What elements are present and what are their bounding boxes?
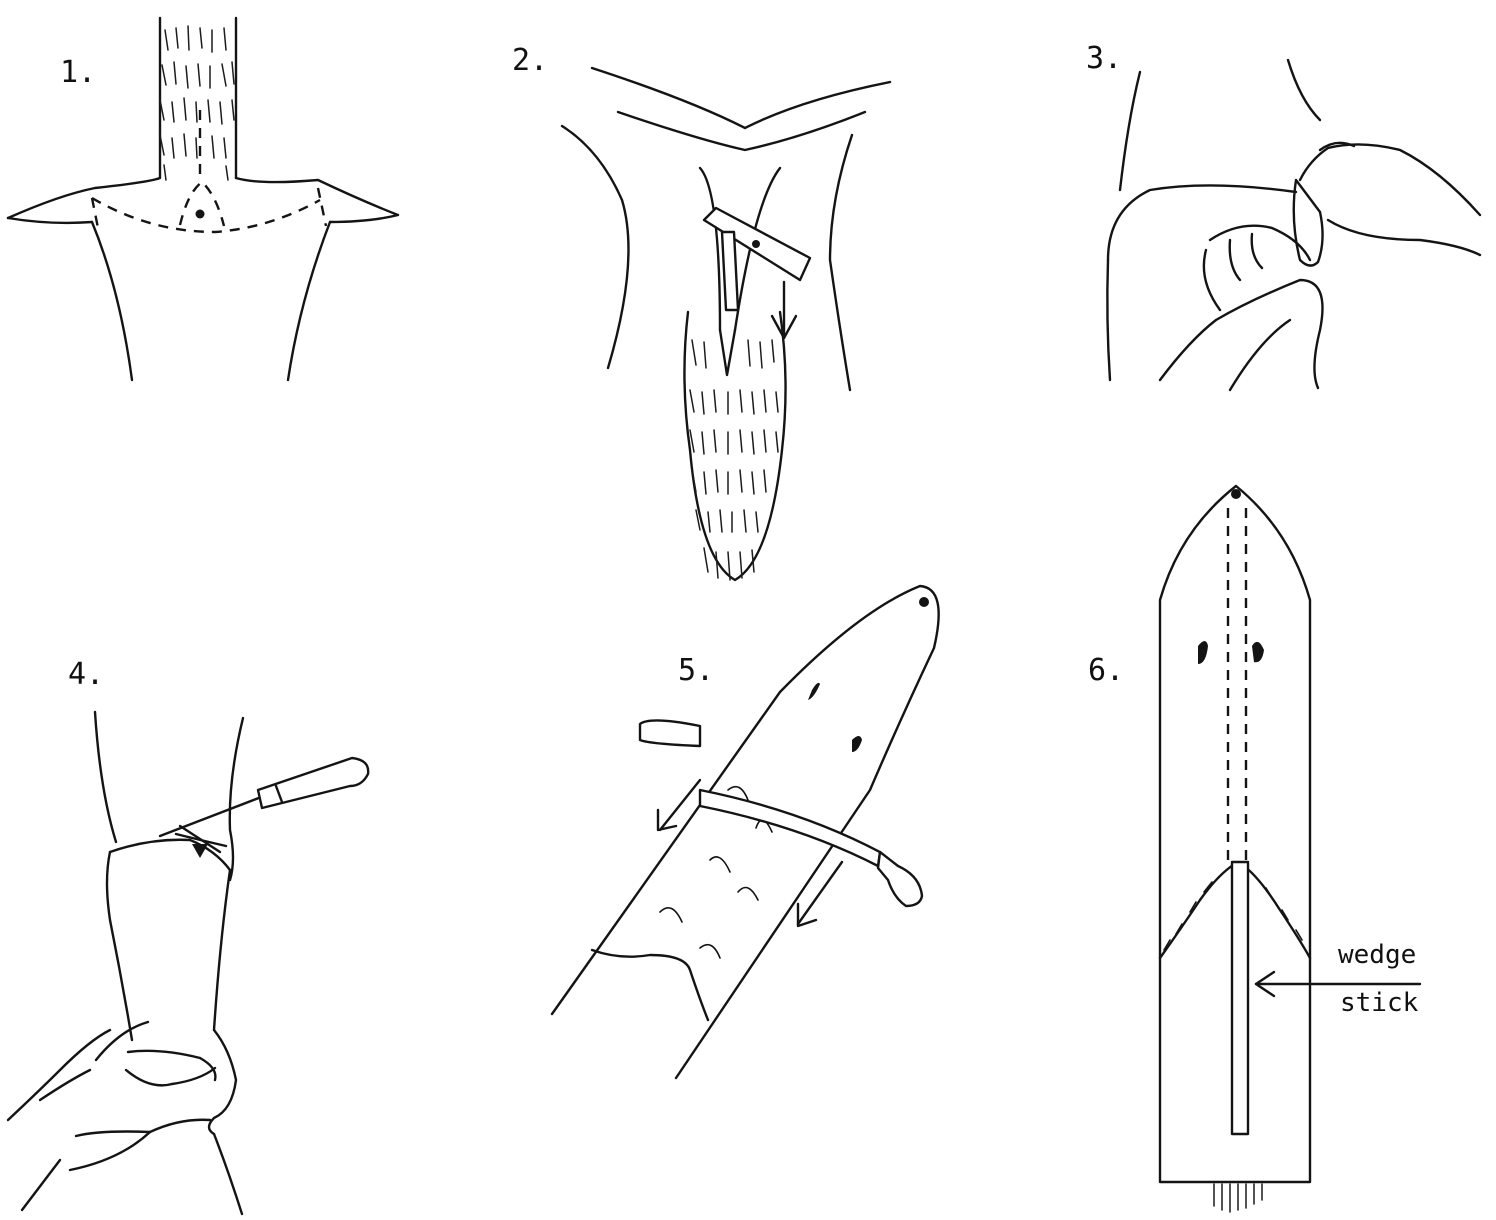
panel-3-hands-peeling (1107, 60, 1480, 390)
arrow-down-icon (772, 282, 796, 338)
step-number-6: 6. (1088, 656, 1124, 686)
panel-1-tail-fur (160, 26, 234, 180)
wedge-stick-label: wedge (1338, 942, 1416, 968)
step-number-1: 1. (60, 58, 96, 88)
panel-4-leg-cut (8, 712, 368, 1214)
stick-label-text: stick (1340, 990, 1418, 1016)
step-number-5: 5. (678, 656, 714, 686)
hand-icon (1160, 143, 1480, 390)
panel-2-tail-fur (690, 340, 778, 580)
arrow-left-icon (658, 780, 700, 830)
draw-knife-icon (640, 720, 922, 906)
panel-5-fleshing (552, 586, 939, 1078)
hand-icon (8, 1022, 242, 1214)
panel-6-stretcher (1160, 486, 1420, 1212)
step-number-2: 2. (512, 46, 548, 76)
step-number-4: 4. (68, 660, 104, 690)
step-number-3: 3. (1086, 44, 1122, 74)
panel-6-tail-fur (1214, 1184, 1262, 1212)
arrow-left-icon (798, 862, 842, 926)
panel-2-tail-cut (562, 68, 890, 580)
wedge-label: wedge (1338, 942, 1416, 968)
stick-label: stick (1340, 990, 1418, 1016)
knife-icon (160, 758, 368, 836)
